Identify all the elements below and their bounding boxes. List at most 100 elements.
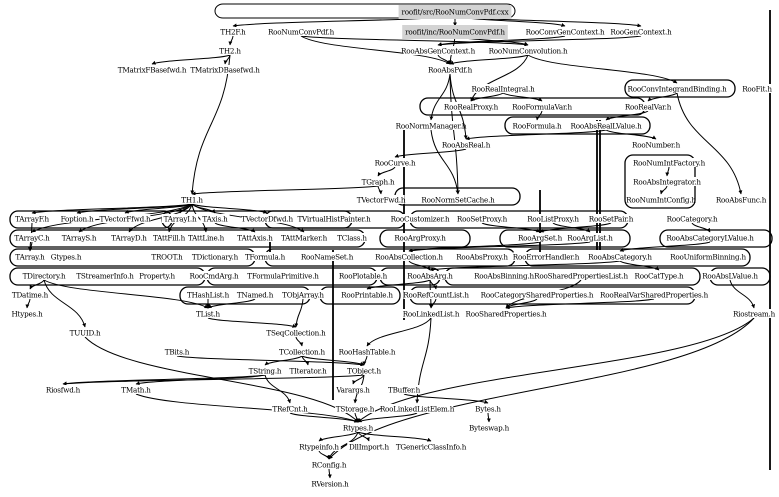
node-rooabscategory-h[interactable]: RooAbsCategory.h — [588, 252, 653, 262]
node-th1-h[interactable]: TH1.h — [181, 195, 204, 205]
node-htypes-h[interactable]: Htypes.h — [10, 309, 44, 319]
node-tbuffer-h[interactable]: TBuffer.h — [385, 385, 423, 395]
node-tmath-h[interactable]: TMath.h — [121, 385, 151, 395]
node-roofit-src-roonumconvpdf-cxx[interactable]: roofit/src/RooNumConvPdf.cxx — [398, 5, 512, 19]
node-rooargproxy-h[interactable]: RooArgProxy.h — [394, 233, 446, 243]
node-rooabsbinning-h[interactable]: RooAbsBinning.h — [474, 271, 535, 281]
node-roocmdarg-h[interactable]: RooCmdArg.h — [190, 271, 239, 281]
node-rooerrorhandler-h[interactable]: RooErrorHandler.h — [513, 252, 580, 262]
node-roolinkedlist-h[interactable]: RooLinkedList.h — [402, 309, 460, 319]
node-tgraph-h[interactable]: TGraph.h — [362, 177, 395, 187]
node-roolistproxy-h[interactable]: RooListProxy.h — [525, 214, 581, 224]
node-tvectorffwd-h[interactable]: TVectorFfwd.h — [100, 214, 152, 224]
node-rooabscategorylvalue-h[interactable]: RooAbsCategoryLValue.h — [666, 233, 754, 243]
node-roorealvarsharedproperties-h[interactable]: RooRealVarSharedProperties.h — [600, 290, 709, 300]
node-trefcnt-h[interactable]: TRefCnt.h — [271, 404, 308, 414]
node-rooarglist-h[interactable]: RooArgList.h — [566, 233, 614, 243]
node-tlist-h[interactable]: TList.h — [193, 309, 223, 319]
node-rooprintable-h[interactable]: RooPrintable.h — [339, 290, 395, 300]
node-rooplotable-h[interactable]: RooPlotable.h — [337, 271, 389, 281]
node-taxis-h[interactable]: TAxis.h — [200, 214, 230, 224]
node-rooabspdf-h[interactable]: RooAbsPdf.h — [428, 65, 473, 75]
node-roocattype-h[interactable]: RooCatType.h — [635, 271, 685, 281]
node-tdictionary-h[interactable]: TDictionary.h — [189, 252, 241, 262]
node-rversion-h[interactable]: RVersion.h — [310, 479, 350, 489]
node-roonormmanager-h[interactable]: RooNormManager.h — [396, 121, 467, 131]
node-rooconvintegrandbinding-h[interactable]: RooConvIntegrandBinding.h — [628, 84, 728, 94]
node-rtypes-h[interactable]: Rtypes.h — [341, 423, 375, 433]
node-rooabscollection-h[interactable]: RooAbsCollection.h — [374, 252, 444, 262]
node-rooformulavar-h[interactable]: RooFormulaVar.h — [512, 102, 573, 112]
node-troot-h[interactable]: TROOT.h — [151, 252, 183, 262]
node-rconfig-h[interactable]: RConfig.h — [310, 460, 348, 470]
node-roofit-inc-roonumconvpdf-h[interactable]: roofit/inc/RooNumConvPdf.h — [402, 25, 508, 39]
node-foption-h[interactable]: Foption.h — [58, 214, 96, 224]
node-tseqcollection-h[interactable]: TSeqCollection.h — [265, 328, 327, 338]
node-roouniformbinning-h[interactable]: RooUniformBinning.h — [670, 252, 747, 262]
node-rtypeinfo-h[interactable]: Rtypeinfo.h — [297, 442, 341, 452]
node-titerator-h[interactable]: TIterator.h — [286, 366, 330, 376]
node-tarrays-h[interactable]: TArrayS.h — [60, 233, 98, 243]
node-tcollection-h[interactable]: TCollection.h — [276, 347, 328, 357]
node-th2f-h[interactable]: TH2F.h — [220, 27, 246, 37]
node-tclass-h[interactable]: TClass.h — [335, 233, 369, 243]
node-roorealproxy-h[interactable]: RooRealProxy.h — [443, 102, 499, 112]
node-rooabsarg-h[interactable]: RooAbsArg.h — [407, 271, 454, 281]
node-rooformula-h[interactable]: RooFormula.h — [513, 121, 563, 131]
node-roorealintegral-h[interactable]: RooRealIntegral.h — [470, 84, 536, 94]
node-gtypes-h[interactable]: Gtypes.h — [49, 252, 83, 262]
node-tarray-h[interactable]: TArray.h — [13, 252, 47, 262]
node-rooconvgencontext-h[interactable]: RooConvGenContext.h — [526, 27, 605, 37]
node-roolinkedlistelem-h[interactable]: RooLinkedListElem.h — [380, 404, 455, 414]
node-tvectordfwd-h[interactable]: TVectorDfwd.h — [241, 214, 294, 224]
node-roonumintfactory-h[interactable]: RooNumIntFactory.h — [633, 158, 706, 168]
node-rooabslvalue-h[interactable]: RooAbsLValue.h — [702, 271, 759, 281]
node-tstring-h[interactable]: TString.h — [246, 366, 284, 376]
node-roorefcountlist-h[interactable]: RooRefCountList.h — [403, 290, 470, 300]
node-rooabsintegrator-h[interactable]: RooAbsIntegrator.h — [632, 177, 702, 187]
node-roohashtable-h[interactable]: RooHashTable.h — [339, 347, 396, 357]
node-property-h[interactable]: Property.h — [137, 271, 177, 281]
node-tnamed-h[interactable]: TNamed.h — [237, 290, 274, 300]
node-roosetproxy-h[interactable]: RooSetProxy.h — [456, 214, 508, 224]
node-tstorage-h[interactable]: TStorage.h — [335, 404, 375, 414]
node-roonameset-h[interactable]: RooNameSet.h — [301, 252, 354, 262]
node-tvectorfwd-h[interactable]: TVectorFwd.h — [357, 195, 406, 205]
node-bytes-h[interactable]: Bytes.h — [473, 404, 503, 414]
node-roonumconvpdf-h[interactable]: RooNumConvPdf.h — [268, 27, 335, 37]
node-tattmarker-h[interactable]: TAttMarker.h — [280, 233, 328, 243]
node-tformulaprimitive-h[interactable]: TFormulaPrimitive.h — [246, 271, 320, 281]
node-roocategory-h[interactable]: RooCategory.h — [666, 214, 718, 224]
node-riosfwd-h[interactable]: Riosfwd.h — [44, 385, 82, 395]
node-tstreamerinfo-h[interactable]: TStreamerInfo.h — [76, 271, 134, 281]
node-tarrayd-h[interactable]: TArrayD.h — [110, 233, 147, 243]
node-byteswap-h[interactable]: Byteswap.h — [469, 423, 510, 433]
node-tgenericclassinfo-h[interactable]: TGenericClassInfo.h — [394, 442, 468, 452]
node-tformula-h[interactable]: TFormula.h — [245, 252, 286, 262]
node-roocategorysharedproperties-h[interactable]: RooCategorySharedProperties.h — [481, 290, 594, 300]
node-roocurve-h[interactable]: RooCurve.h — [375, 158, 416, 168]
node-rooabsfunc-h[interactable]: RooAbsFunc.h — [716, 195, 767, 205]
node-rooabsgencontext-h[interactable]: RooAbsGenContext.h — [401, 46, 476, 56]
node-tvirtualhistpainter-h[interactable]: TVirtualHistPainter.h — [294, 214, 374, 224]
node-roonumber-h[interactable]: RooNumber.h — [632, 140, 681, 150]
node-rooabsreallvalue-h[interactable]: RooAbsRealLValue.h — [570, 121, 642, 131]
node-roocustomizer-h[interactable]: RooCustomizer.h — [391, 214, 450, 224]
node-tarrayi-h[interactable]: TArrayI.h — [161, 214, 199, 224]
node-tattfill-h[interactable]: TAttFill.h — [149, 233, 189, 243]
node-roonormsetcache-h[interactable]: RooNormSetCache.h — [421, 195, 495, 205]
node-thashlist-h[interactable]: THashList.h — [186, 290, 230, 300]
node-varargs-h[interactable]: Varargs.h — [334, 385, 372, 395]
node-tmatrixdbasefwd-h[interactable]: TMatrixDBasefwd.h — [190, 65, 260, 75]
node-riostream-h[interactable]: Riostream.h — [732, 309, 776, 319]
node-tattaxis-h[interactable]: TAttAxis.h — [235, 233, 275, 243]
node-tdirectory-h[interactable]: TDirectory.h — [20, 271, 68, 281]
node-tarrayc-h[interactable]: TArrayC.h — [13, 233, 50, 243]
node-roosharedproperties-h[interactable]: RooSharedProperties.h — [466, 309, 547, 319]
node-tbits-h[interactable]: TBits.h — [162, 347, 192, 357]
node-tattline-h[interactable]: TAttLine.h — [186, 233, 226, 243]
node-tdatime-h[interactable]: TDatime.h — [11, 290, 49, 300]
node-roosharedpropertieslist-h[interactable]: RooSharedPropertiesList.h — [534, 271, 629, 281]
node-dllimport-h[interactable]: DllImport.h — [347, 442, 391, 452]
node-tobjarray-h[interactable]: TObjArray.h — [281, 290, 325, 300]
